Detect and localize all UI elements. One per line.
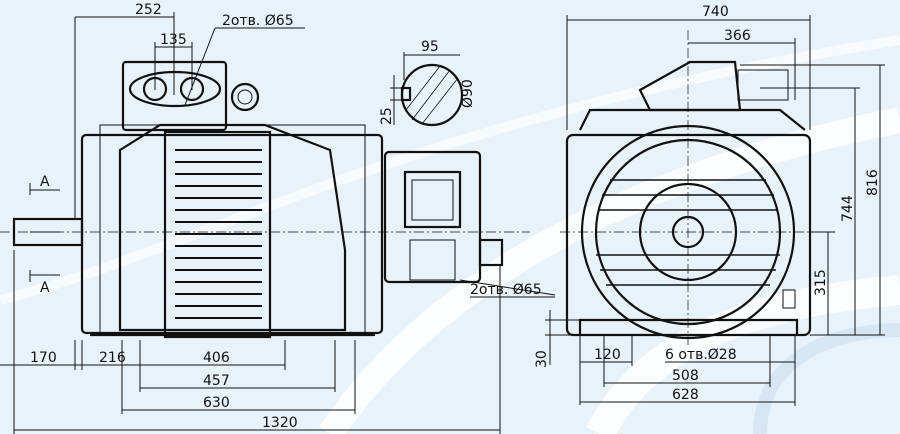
flange-holes-label: 2отв. Ø65 [470, 282, 542, 298]
dim-457: 457 [203, 373, 230, 389]
dim-508: 508 [672, 368, 699, 384]
dim-816: 816 [865, 169, 881, 196]
dim-30: 30 [534, 350, 550, 368]
dim-628: 628 [672, 387, 699, 403]
section-mark-bottom: A [40, 280, 50, 296]
dim-25: 25 [379, 107, 395, 125]
dim-366: 366 [724, 28, 751, 44]
motor-body [80, 123, 384, 339]
dim-630: 630 [203, 395, 230, 411]
shaft-section: 95 25 Ø90 [379, 39, 476, 127]
side-view: 252 135 2отв. Ø65 A A 2отв. Ø65 170 216 … [0, 2, 556, 434]
terminal-holes-label: 2отв. Ø65 [222, 13, 294, 29]
flange-box [383, 150, 504, 284]
dim-95: 95 [421, 39, 439, 55]
dim-120: 120 [594, 347, 621, 363]
dim-216: 216 [99, 350, 126, 366]
dim-252: 252 [135, 2, 162, 18]
lifting-eye [230, 82, 260, 112]
end-view: 740 366 744 816 315 30 120 6 отв.Ø28 508… [534, 4, 885, 406]
section-mark-top: A [40, 174, 50, 190]
dim-740: 740 [702, 4, 729, 20]
dim-406: 406 [203, 350, 230, 366]
background-swooshes [0, 35, 900, 434]
dim-170: 170 [30, 350, 57, 366]
dim-135: 135 [160, 32, 187, 48]
dim-d90: Ø90 [460, 79, 476, 108]
mount-holes-label: 6 отв.Ø28 [665, 347, 737, 363]
dim-315: 315 [813, 269, 829, 296]
dim-1320: 1320 [262, 415, 298, 431]
dim-744: 744 [840, 195, 856, 222]
